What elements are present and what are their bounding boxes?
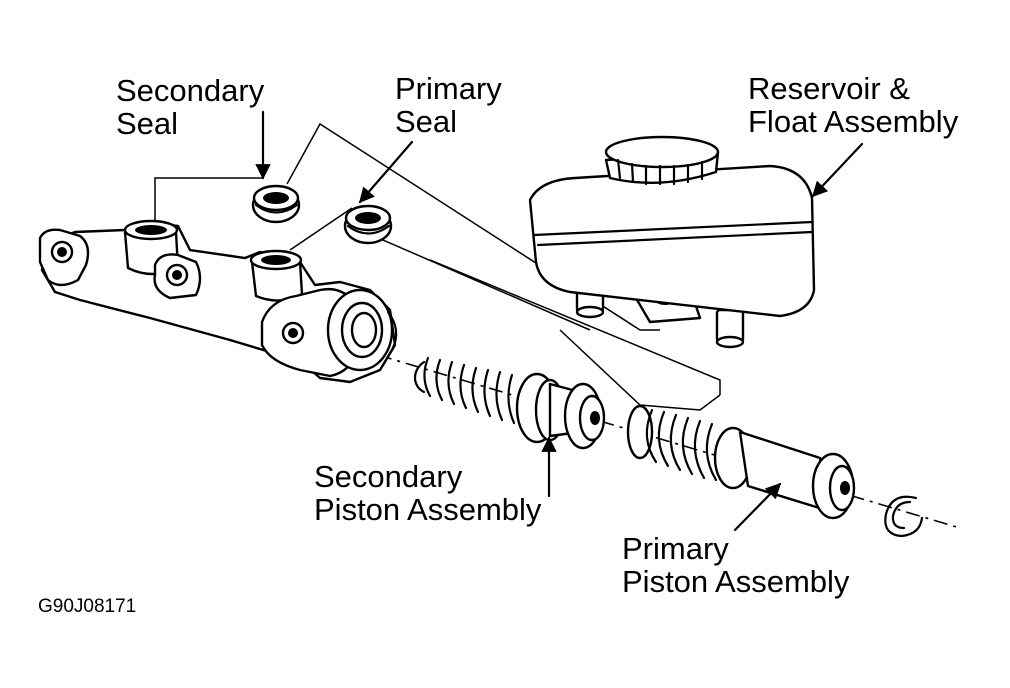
primary-piston-assembly [626,404,856,520]
primary-seal-label: Primary Seal [395,72,502,138]
seal-leader-lines [154,122,721,411]
primary-piston-label-line2: Piston Assembly [622,564,850,599]
primary-spring [645,408,718,482]
centerline [377,354,961,529]
secondary-seal-label-line1: Secondary [116,73,265,108]
secondary-piston-label: Secondary Piston Assembly [314,460,541,526]
snap-ring [884,495,924,538]
secondary-piston-assembly [413,356,606,450]
reservoir-label: Reservoir & Float Assembly [748,72,958,138]
label-arrows [255,110,864,532]
primary-seal-label-line1: Primary [395,71,502,106]
secondary-seal [251,184,301,224]
primary-piston-arrow [733,482,782,532]
reservoir-float-assembly [528,135,816,349]
reservoir-arrow [811,142,864,198]
master-cylinder-body [38,219,398,384]
secondary-seal-label-line2: Seal [116,106,179,141]
secondary-piston-label-line2: Piston Assembly [314,492,542,527]
reservoir-label-line2: Float Assembly [748,104,959,139]
primary-seal-arrow [358,140,414,204]
primary-seal [343,204,393,245]
secondary-piston-label-line1: Secondary [314,459,463,494]
cap-ribs [616,158,704,186]
primary-seal-label-line2: Seal [395,104,458,139]
reservoir-label-line1: Reservoir & [748,71,910,106]
primary-piston-label-line1: Primary [622,531,729,566]
primary-piston-label: Primary Piston Assembly [622,532,849,598]
secondary-spring [423,356,516,425]
secondary-seal-label: Secondary Seal [116,74,264,140]
figure-code: G90J08171 [38,596,137,617]
